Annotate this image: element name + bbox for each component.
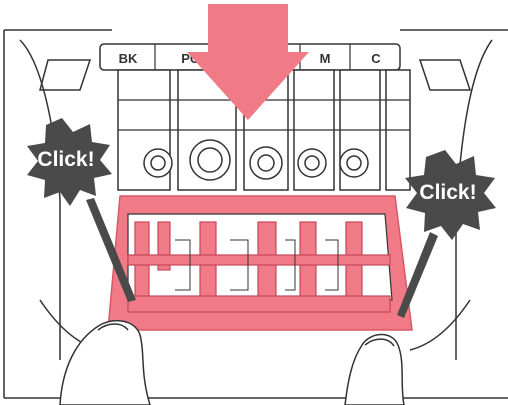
cartridge-label-c: C [371,51,381,66]
callout-right-label: Click! [419,181,476,204]
starburst-icon: Click! [405,150,496,240]
cartridge-label-m: M [320,51,331,66]
cartridge-label-bk: BK [119,51,138,66]
callout-left-label: Click! [37,148,94,171]
hand-icon [60,321,404,405]
cover-assembly [108,196,412,330]
starburst-icon: Click! [27,118,112,206]
